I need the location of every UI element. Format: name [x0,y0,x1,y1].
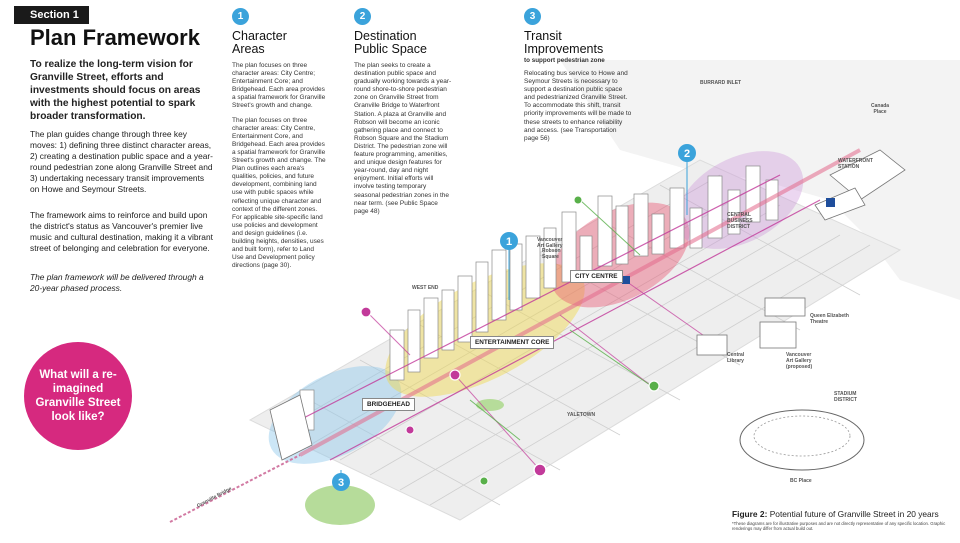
city-centre-zone [550,202,690,308]
marker-3: 3 [332,470,350,491]
bridgehead-building [269,394,313,461]
page-title: Plan Framework [30,25,200,50]
transit-lines [279,174,821,461]
number-badge: 2 [354,8,371,25]
skytrain-icon [622,276,630,284]
park-area [305,485,375,525]
number-badge: 3 [524,8,541,25]
city-grid [248,159,902,521]
figure-caption: Figure 2: Potential future of Granville … [732,509,939,519]
bike-pin-icon [479,476,489,486]
bridgehead-zone [268,366,402,464]
waterfront-building [814,187,866,221]
body-paragraph-italic: The plan framework will be delivered thr… [30,272,204,293]
transit-pin-icon [449,369,461,381]
transit-pin-icon [709,339,721,351]
label-granville-bridge: Granville Bridge [196,485,233,510]
column-paragraph: The plan seeks to create a destination p… [354,62,452,215]
park-area [476,399,504,411]
transit-route [169,454,301,523]
stadium-roof [753,415,851,457]
zone-label-entertainment-core: ENTERTAINMENT CORE [470,336,555,349]
section-tag: Section 1 [14,6,89,24]
transit-pin-icon [360,306,372,318]
entertainment-zone [385,263,585,397]
theatre-building [764,297,806,317]
label-west-end: WEST END [412,285,439,291]
marker-2-label: 2 [684,148,690,160]
canada-place-building [829,149,906,201]
column-paragraph: The plan focuses on three character area… [232,116,326,270]
body-paragraph: The framework aims to reinforce and buil… [30,210,213,253]
grid-lines [279,174,871,506]
library-building [696,334,728,356]
skytrain-icon [826,198,835,207]
transit-pin-icon [533,463,547,477]
gallery-building [759,321,797,349]
marker-3-label: 3 [338,477,344,489]
number-badge: 1 [232,8,249,25]
column-paragraph: Relocating bus service to Howe and Seymo… [524,70,632,142]
bike-pin-icon [648,380,660,392]
intro-text: To realize the long-term vision for Gran… [30,59,201,122]
stadium-building [739,409,865,471]
body-paragraph: The plan guides change through three key… [30,129,213,194]
bike-pin-icon [573,195,583,205]
label-yaletown: YALETOWN [567,412,596,418]
transit-pin-icon [405,425,415,435]
zone-label-city-centre: CITY CENTRE [570,270,623,283]
cross-street-lines [369,269,711,471]
cbd-zone [676,151,804,249]
callout-text: What will a re-imagined Granville Street… [35,369,121,423]
column-paragraph: The plan focuses on three character area… [232,62,326,110]
label-burrard-inlet: BURRARD INLET [700,80,742,86]
zone-label-bridgehead: BRIDGEHEAD [362,398,415,411]
label-bc-place: BC Place [790,478,812,484]
marker-2: 2 [678,144,696,215]
marker-1: 1 [500,232,518,300]
figure-note: *These diagrams are for illustrative pur… [732,521,946,532]
bike-lines [469,199,651,441]
column-subheading: to support pedestrian zone [524,57,605,64]
callout-circle: What will a re-imagined Granville Street… [24,342,132,450]
marker-1-label: 1 [506,236,512,248]
